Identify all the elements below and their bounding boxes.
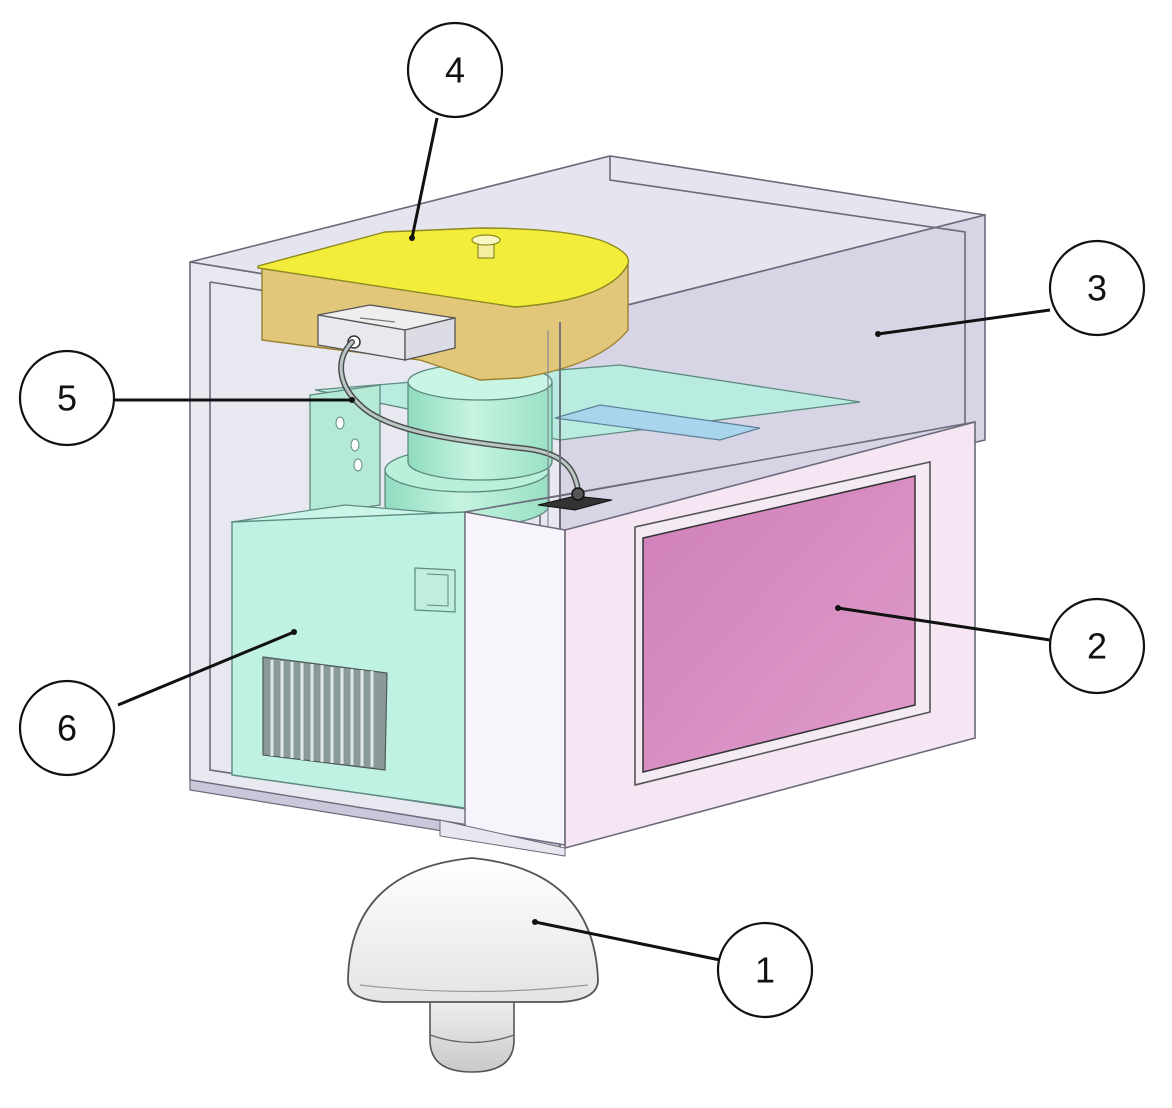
electronics-module [230, 504, 466, 809]
cable [338, 339, 581, 493]
dome-camera [347, 857, 599, 1073]
callout-label: 1 [755, 950, 775, 991]
callout-1: 1 [716, 921, 814, 1019]
callout-5: 5 [18, 349, 116, 447]
display-panel [439, 420, 976, 857]
callout-2: 2 [1048, 597, 1146, 695]
connector-box [317, 304, 456, 361]
callout-3: 3 [1048, 239, 1146, 337]
callout-label: 3 [1087, 268, 1107, 309]
leader-lines [115, 117, 1051, 962]
callout-4: 4 [406, 21, 504, 119]
display-screen [642, 475, 916, 773]
callout-label: 2 [1087, 626, 1107, 667]
callout-label: 6 [57, 708, 77, 749]
rotation-cylinder [384, 363, 553, 528]
callout-label: 4 [445, 50, 465, 91]
callout-label: 5 [57, 378, 77, 419]
callout-6: 6 [18, 679, 116, 777]
heatsink [262, 656, 388, 771]
